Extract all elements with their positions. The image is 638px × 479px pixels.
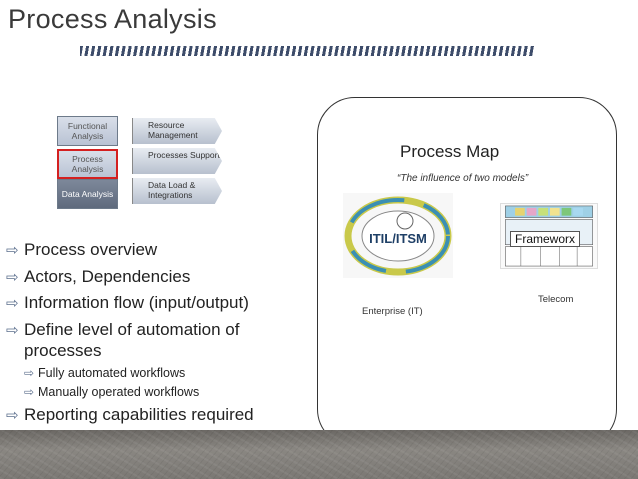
functional-analysis-box[interactable]: Functional Analysis <box>57 116 118 146</box>
itil-itsm-logo: ITIL/ITSM <box>343 193 453 278</box>
arrow-right-icon: ⇨ <box>24 385 35 399</box>
processes-support-chevron[interactable]: Processes Support <box>132 148 222 174</box>
resource-management-label: Resource Management <box>148 120 198 140</box>
bullet-item-continuation: processes <box>24 341 102 360</box>
resource-management-chevron[interactable]: Resource Management <box>132 118 222 144</box>
functional-analysis-label: Functional Analysis <box>67 121 108 141</box>
data-analysis-box[interactable]: Data Analysis <box>57 179 118 209</box>
process-map-title: Process Map <box>400 142 500 161</box>
page-title: Process Analysis <box>8 4 217 34</box>
arrow-right-icon: ⇨ <box>6 242 19 259</box>
title-decorative-bar <box>80 46 535 56</box>
svg-text:ITIL/ITSM: ITIL/ITSM <box>369 231 427 246</box>
process-map-subtitle: “The influence of two models” <box>397 173 529 184</box>
bullet-item: ⇨Reporting capabilities required <box>6 405 254 424</box>
data-analysis-label: Data Analysis <box>61 189 114 199</box>
sub-bullet-item: ⇨Manually operated workflows <box>24 385 200 399</box>
process-analysis-label: Process Analysis <box>71 154 104 174</box>
arrow-right-icon: ⇨ <box>6 322 19 339</box>
bullet-item: ⇨Process overview <box>6 240 158 259</box>
data-load-label: Data Load & Integrations <box>148 180 196 200</box>
bullet-item: ⇨Actors, Dependencies <box>6 267 191 286</box>
arrow-right-icon: ⇨ <box>24 366 35 380</box>
bullet-item: ⇨Define level of automation of <box>6 320 240 339</box>
data-load-chevron[interactable]: Data Load & Integrations <box>132 178 222 204</box>
frameworx-label: Frameworx <box>510 231 581 247</box>
footer-background <box>0 430 638 479</box>
arrow-right-icon: ⇨ <box>6 407 19 424</box>
processes-support-label: Processes Support <box>148 150 220 160</box>
sub-bullet-item: ⇨Fully automated workflows <box>24 366 186 380</box>
bullet-item: ⇨Information flow (input/output) <box>6 293 249 312</box>
telecom-label: Telecom <box>538 294 574 305</box>
arrow-right-icon: ⇨ <box>6 269 19 286</box>
enterprise-label: Enterprise (IT) <box>362 306 423 317</box>
process-analysis-box[interactable]: Process Analysis <box>57 149 118 179</box>
arrow-right-icon: ⇨ <box>6 295 19 312</box>
